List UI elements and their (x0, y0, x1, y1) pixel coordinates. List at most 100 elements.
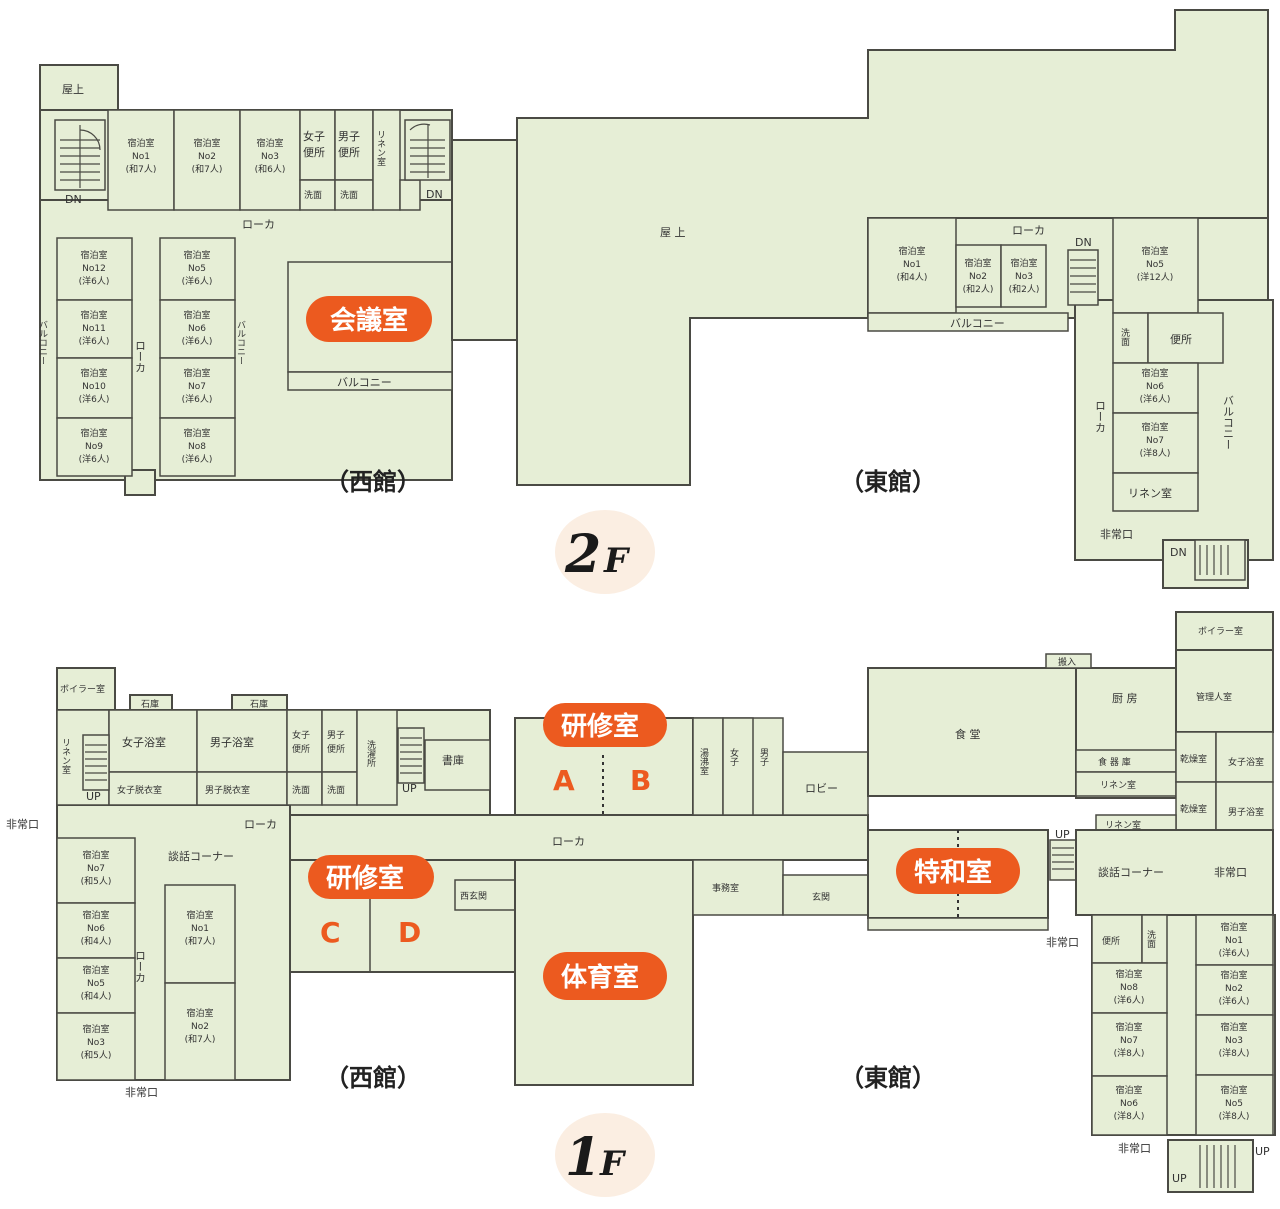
room-label: No3 (1225, 1036, 1243, 1046)
w2-left-room-labels: 宿泊室No12(洋6人)宿泊室No11(洋6人)宿泊室No10(洋6人)宿泊室N… (79, 249, 213, 465)
floor-1f-number: 1 (565, 1127, 601, 1188)
corridor-1f-west: ローカ (244, 818, 277, 831)
lobby (782, 751, 869, 816)
dining-label: 食 堂 (955, 727, 981, 741)
wc-women-2f-b: 便所 (303, 146, 325, 159)
entrance-label: 玄関 (812, 891, 830, 903)
exit-1f-west: 非常口 (6, 818, 39, 831)
gym-label: 体育室 (561, 962, 639, 993)
room-label: (和7人) (185, 936, 216, 947)
room-label: No7 (188, 382, 206, 392)
floor-2f-suffix: F (603, 541, 631, 581)
up-1f-a: UP (86, 790, 101, 803)
room-label: 宿泊室 (80, 427, 107, 439)
wc-m-1f-c: 男子 (758, 748, 769, 766)
linen-1f-east-label: リネン室 (1100, 779, 1136, 791)
wash-1f-east: 洗面 (1145, 929, 1156, 949)
tokuwa-pill (896, 848, 1020, 894)
balcony-2f-w1: バルコニー (37, 320, 48, 365)
wc-2f-east: 便所 (1170, 333, 1192, 346)
exit-1f-east-3: 非常口 (1118, 1142, 1151, 1155)
floor-2f-badge (555, 510, 655, 594)
room-label: (洋6人) (1219, 947, 1250, 959)
letter-a: A (553, 764, 575, 797)
room-label: No5 (1225, 1099, 1243, 1109)
dry-1: 乾燥室 (1180, 753, 1207, 765)
corridor-2f-west: ローカ (242, 218, 275, 231)
balcony-2f-east: バルコニー (950, 317, 1005, 330)
letter-d: D (398, 916, 421, 949)
wing-east-2f: （東館） (840, 468, 936, 496)
room-label: No3 (87, 1038, 105, 1048)
wash-2f-east: 洗面 (1119, 327, 1130, 347)
room-label: 宿泊室 (82, 909, 109, 921)
room-label: (洋6人) (182, 393, 213, 405)
balcony-2f-meeting-label: バルコニー (337, 376, 392, 389)
letter-b: B (630, 764, 651, 797)
room-label: 宿泊室 (1220, 969, 1247, 981)
east-1f-room-boxes (1091, 914, 1274, 1136)
dining (867, 667, 1077, 797)
room-label: 宿泊室 (127, 137, 154, 149)
room-label: (洋6人) (79, 453, 110, 465)
e1-right-room-labels: 宿泊室No1(洋6人)宿泊室No2(洋6人)宿泊室No3(洋8人)宿泊室No5(… (1219, 921, 1250, 1122)
wc-m-1f-b: 便所 (327, 743, 345, 755)
entrance (782, 874, 869, 916)
room-label: No7 (87, 864, 105, 874)
wc-m-1f-a: 男子 (327, 730, 345, 741)
central-corridor (289, 814, 869, 861)
room-label: 宿泊室 (82, 964, 109, 976)
room-label: No12 (82, 264, 106, 274)
balcony-2f-east-v: バルコニー (1222, 395, 1235, 450)
boiler-room (56, 667, 116, 711)
exit-1f-east: 非常口 (1214, 866, 1247, 879)
room-label: 宿泊室 (1115, 968, 1142, 980)
w2-top-rooms (107, 109, 421, 211)
dry-2: 乾燥室 (1180, 803, 1207, 815)
room-label: 宿泊室 (80, 249, 107, 261)
wing-east-1f: （東館） (840, 1064, 936, 1092)
room-label: 宿泊室 (964, 257, 991, 269)
floor-1f: ボイラー室 石庫 石庫 リネン室 女子浴室 男子浴室 女子 (6, 611, 1276, 1197)
balcony-2f-w2: バルコニー (235, 320, 246, 365)
wc-w-1f-c: 女子 (728, 747, 739, 766)
room-label: No6 (1120, 1099, 1138, 1109)
corridor-1f-west-v: ローカ (134, 950, 147, 983)
wash-1f-b: 洗面 (327, 784, 345, 796)
wash-2f-b: 洗面 (340, 189, 358, 201)
room-label: (和4人) (81, 991, 112, 1002)
room-label: No1 (903, 260, 921, 270)
wc-w-1f-a: 女子 (292, 729, 310, 741)
linen-2f-east: リネン室 (1128, 486, 1172, 500)
bath-m: 男子浴室 (210, 735, 254, 749)
room-label: No6 (1146, 382, 1164, 392)
linen-2f: リネン室 (375, 130, 386, 166)
floor-1f-suffix: F (599, 1144, 627, 1184)
stair-west-left (54, 119, 106, 191)
floor-2f-number: 2 (564, 524, 601, 585)
room-label: (和5人) (81, 1050, 112, 1061)
linen-1f: リネン室 (60, 738, 71, 774)
room-label: No3 (261, 152, 279, 162)
room-label: 宿泊室 (1141, 421, 1168, 433)
room-label: (洋6人) (1219, 995, 1250, 1007)
corridor-2f-east: ローカ (1012, 224, 1045, 237)
exit-2f-east: 非常口 (1100, 528, 1133, 541)
corridor-1f-center: ローカ (552, 835, 585, 848)
room-label: (洋6人) (79, 335, 110, 347)
dn-label-4: DN (1170, 546, 1187, 559)
pantry-label: 食 器 庫 (1098, 756, 1131, 768)
room-label: (和7人) (126, 164, 157, 175)
room-label: No11 (82, 324, 106, 334)
w1-south-rooms (56, 837, 236, 1081)
laundry-label: 洗濯所 (365, 739, 376, 768)
room-label: No2 (969, 272, 987, 282)
room-label: (洋6人) (1114, 994, 1145, 1006)
linen-1f-east (1075, 771, 1177, 797)
wc-men-2f-a: 男子 (338, 130, 360, 143)
up-1f-east-2: UP (1172, 1172, 1187, 1185)
wash-2f-a: 洗面 (304, 189, 322, 201)
room-label: No7 (1146, 436, 1164, 446)
